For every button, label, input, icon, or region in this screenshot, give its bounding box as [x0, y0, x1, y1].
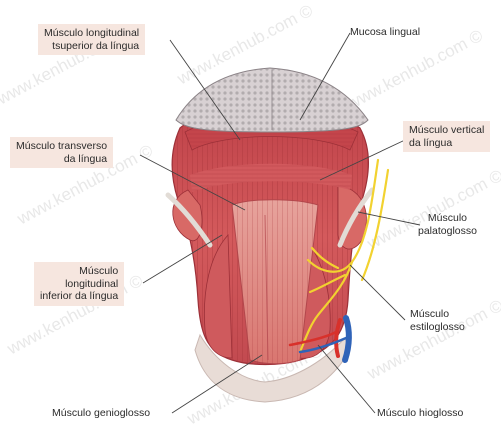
label-lingual-mucosa: Mucosa lingual — [350, 26, 420, 39]
label-transverse-muscle: Músculo transverso da língua — [10, 137, 113, 168]
label-styloglossus-muscle: Músculo estiloglosso — [410, 308, 465, 333]
label-genioglossus-muscle: Músculo genioglosso — [52, 407, 150, 420]
label-vertical-muscle: Músculo vertical da língua — [403, 121, 490, 152]
label-palatoglossus-muscle: Músculo palatoglosso — [418, 212, 477, 237]
lingual-mucosa — [176, 68, 368, 132]
label-hyoglossus-muscle: Músculo hioglosso — [377, 407, 463, 420]
label-inferior-longitudinal-muscle: Músculo longitudinal inferior da língua — [34, 262, 124, 306]
label-superior-longitudinal-muscle: Músculo longitudinal tsuperior da língua — [38, 24, 145, 55]
